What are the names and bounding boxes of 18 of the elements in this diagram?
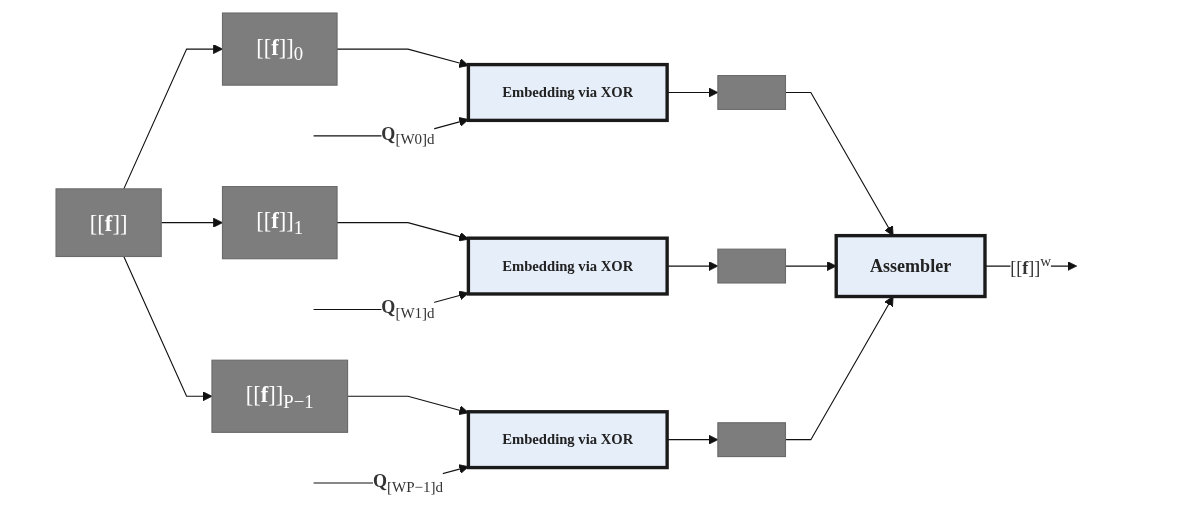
edge-label: [[f]]$^{w}$ [1010,252,1052,277]
node-box [717,248,786,284]
arrow [123,44,223,190]
node-box [717,75,786,110]
edge-label: Q$_{[W0]d}$ [381,123,435,148]
edge-label: Q$_{[W1]d}$ [381,297,435,322]
node-box: Assembler [834,233,987,299]
node-box: [[f]]$_{0}$ [221,12,338,86]
edge-label: Q$_{[WP−1]d}$ [372,471,443,496]
node-box: Embedding via XOR [466,62,669,123]
node-box: Embedding via XOR [466,410,669,470]
arrow [336,48,469,68]
node-box: Embedding via XOR [466,236,669,296]
node-box: [[f]]$_{1}$ [221,186,338,260]
node-box [717,422,786,458]
node-box: [[f]] [55,188,162,258]
node-box: [[f]]$_{P−1}$ [211,359,348,433]
arrow [336,222,469,242]
